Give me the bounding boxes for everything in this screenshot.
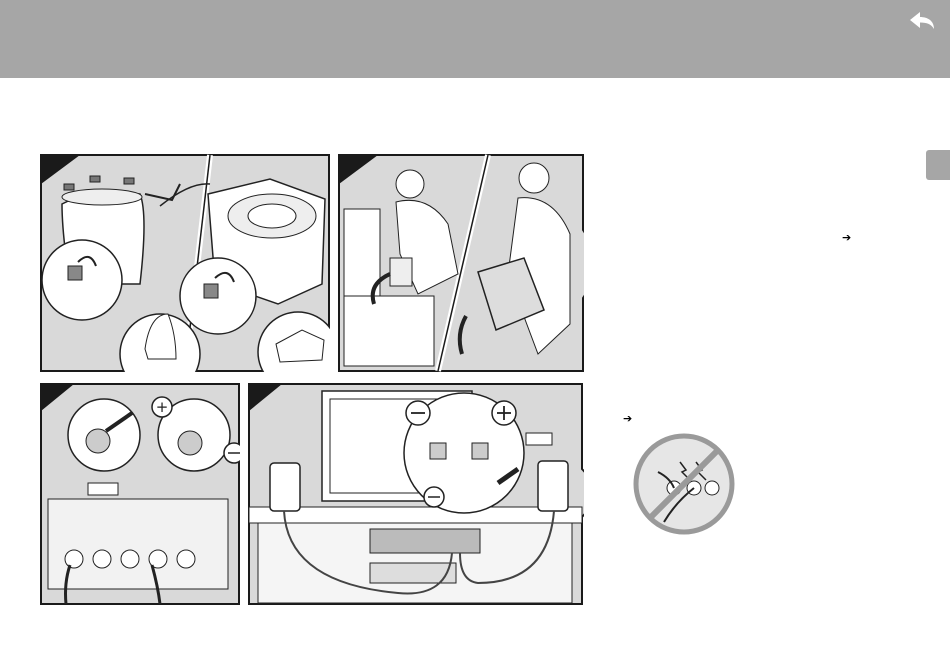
reference-arrow-icon: ➔: [842, 231, 851, 244]
illustration-attach-feet: [40, 154, 330, 372]
back-button[interactable]: [900, 6, 940, 36]
illustration-system-connection: [248, 383, 584, 605]
back-arrow-icon: [900, 6, 940, 36]
illustration-place-speakers: [338, 154, 584, 372]
header-bar: [0, 0, 950, 78]
speaker-terminal-illustration: +: [40, 383, 240, 605]
reference-arrow-icon: ➔: [623, 412, 632, 425]
illustration-cable-terminals: +: [40, 383, 240, 605]
no-short-circuit-icon: [630, 432, 738, 536]
person-lifting-speaker-illustration: [338, 154, 584, 372]
svg-text:+: +: [156, 398, 169, 416]
tv-system-connection-illustration: [248, 383, 584, 605]
chapter-tab[interactable]: [926, 150, 950, 180]
illustration-short-circuit-warning: [630, 432, 738, 536]
rubber-feet-illustration: [40, 154, 330, 372]
